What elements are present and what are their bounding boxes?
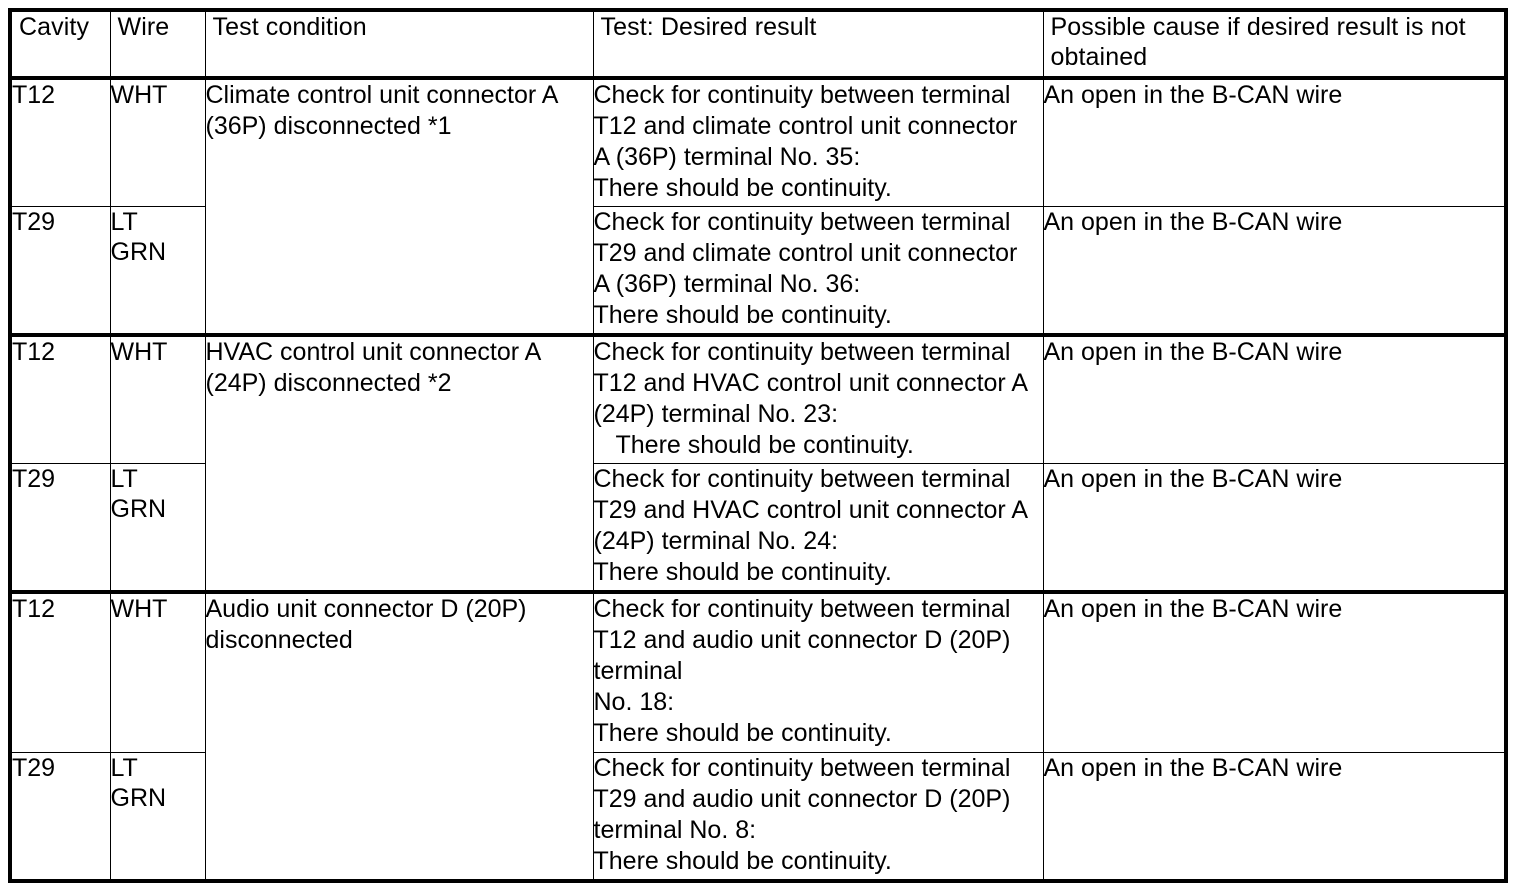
cell-wire: LT GRN — [109, 206, 206, 336]
test-line: No. 18: — [593, 688, 675, 716]
cell-test-desired-result: Check for continuity between terminal T1… — [592, 76, 1044, 207]
table-row: T12 WHT Climate control unit connector A… — [9, 76, 1507, 336]
test-line: There should be continuity. — [593, 719, 892, 747]
wire-color-line2: GRN — [110, 784, 167, 812]
wire-color-line1: WHT — [110, 338, 168, 366]
wire-color-line1: WHT — [110, 81, 168, 109]
header-label-possible-cause-line1: Possible cause if desired result is not — [1050, 13, 1466, 41]
test-line: (24P) terminal No. 24: — [593, 527, 839, 555]
test-condition-line2: (36P) disconnected *1 — [205, 112, 452, 140]
test-line: Check for continuity between terminal — [593, 81, 1011, 109]
header-label-cavity: Cavity — [19, 13, 90, 41]
header-label-possible-cause-line2: obtained — [1050, 43, 1148, 71]
cell-test-condition: Audio unit connector D (20P) disconnecte… — [204, 590, 594, 882]
test-line: T12 and HVAC control unit connector A — [593, 369, 1029, 397]
test-line: There should be continuity. — [593, 301, 892, 329]
test-line: There should be continuity. — [593, 558, 892, 586]
test-line: Check for continuity between terminal — [593, 595, 1011, 623]
cell-wire: WHT — [109, 333, 206, 464]
cell-wire: WHT — [109, 76, 206, 207]
test-line: Check for continuity between terminal — [593, 208, 1011, 236]
table-row: T29 LT GRN Check for continuity between … — [9, 463, 1507, 593]
test-condition-line1: Audio unit connector D (20P) — [205, 595, 527, 623]
test-line: Check for continuity between terminal — [593, 465, 1011, 493]
cell-possible-cause: An open in the B-CAN wire — [1042, 463, 1507, 593]
cell-cavity: T29 — [9, 206, 111, 336]
cell-test-condition: HVAC control unit connector A (24P) disc… — [204, 333, 594, 593]
wire-color-line2: GRN — [110, 238, 167, 266]
test-line: T29 and climate control unit connector — [593, 239, 1018, 267]
cell-possible-cause: An open in the B-CAN wire — [1042, 590, 1507, 753]
test-condition-line2: disconnected — [205, 626, 353, 654]
test-line: (24P) terminal No. 23: — [593, 400, 839, 428]
wire-color-line1: WHT — [110, 595, 168, 623]
header-label-wire: Wire — [117, 13, 170, 41]
table-header-row: Cavity Wire Test condition Test: Desired… — [9, 9, 1507, 79]
test-condition-line2: (24P) disconnected *2 — [205, 369, 452, 397]
cell-cavity: T12 — [9, 590, 111, 753]
header-label-test-desired-result: Test: Desired result — [600, 13, 817, 41]
cell-cavity: T12 — [9, 76, 111, 207]
cell-possible-cause: An open in the B-CAN wire — [1042, 333, 1507, 464]
cell-wire: LT GRN — [109, 463, 206, 593]
test-line: terminal No. 8: — [593, 816, 757, 844]
table-row: T29 LT GRN Check for continuity between … — [9, 206, 1507, 336]
test-condition-line1: Climate control unit connector A — [205, 81, 559, 109]
header-cell-test-condition: Test condition — [204, 9, 594, 79]
wire-color-line1: LT — [110, 465, 138, 493]
cell-wire: LT GRN — [109, 752, 206, 882]
wire-color-line1: LT — [110, 754, 138, 782]
table-row: T12 WHT HVAC control unit connector A (2… — [9, 333, 1507, 593]
cell-test-desired-result: Check for continuity between terminal T2… — [592, 752, 1044, 882]
cell-test-desired-result: Check for continuity between terminal T2… — [592, 206, 1044, 336]
test-line: A (36P) terminal No. 36: — [593, 270, 861, 298]
cell-cavity: T29 — [9, 463, 111, 593]
b-can-test-table: Cavity Wire Test condition Test: Desired… — [8, 8, 1508, 883]
cell-cavity: T29 — [9, 752, 111, 882]
table-row: T12 WHT Audio unit connector D (20P) dis… — [9, 590, 1507, 882]
test-line: A (36P) terminal No. 35: — [593, 143, 861, 171]
cell-test-desired-result: Check for continuity between terminal T2… — [592, 463, 1044, 593]
header-cell-possible-cause: Possible cause if desired result is not … — [1042, 9, 1507, 79]
test-line: Check for continuity between terminal — [593, 338, 1011, 366]
cell-possible-cause: An open in the B-CAN wire — [1042, 752, 1507, 882]
wire-color-line2: GRN — [110, 495, 167, 523]
header-label-test-condition: Test condition — [212, 13, 367, 41]
cell-possible-cause: An open in the B-CAN wire — [1042, 76, 1507, 207]
cell-test-desired-result: Check for continuity between terminal T1… — [592, 333, 1044, 464]
cell-possible-cause: An open in the B-CAN wire — [1042, 206, 1507, 336]
cell-test-desired-result: Check for continuity between terminal T1… — [592, 590, 1044, 753]
test-line: T29 and audio unit connector D (20P) — [593, 785, 1011, 813]
cell-cavity: T12 — [9, 333, 111, 464]
test-condition-line1: HVAC control unit connector A — [205, 338, 542, 366]
cell-test-condition: Climate control unit connector A (36P) d… — [204, 76, 594, 336]
wire-color-line1: LT — [110, 208, 138, 236]
header-cell-cavity: Cavity — [9, 9, 111, 79]
test-line: There should be continuity. — [615, 431, 914, 459]
test-line: There should be continuity. — [593, 847, 892, 875]
cell-wire: WHT — [109, 590, 206, 753]
test-line: T12 and audio unit connector D (20P) — [593, 626, 1011, 654]
test-line: T12 and climate control unit connector — [593, 112, 1018, 140]
test-line: There should be continuity. — [593, 174, 892, 202]
test-line: Check for continuity between terminal — [593, 754, 1011, 782]
test-line: T29 and HVAC control unit connector A — [593, 496, 1029, 524]
header-cell-test-desired-result: Test: Desired result — [592, 9, 1044, 79]
test-line: terminal — [593, 657, 683, 685]
header-cell-wire: Wire — [109, 9, 206, 79]
